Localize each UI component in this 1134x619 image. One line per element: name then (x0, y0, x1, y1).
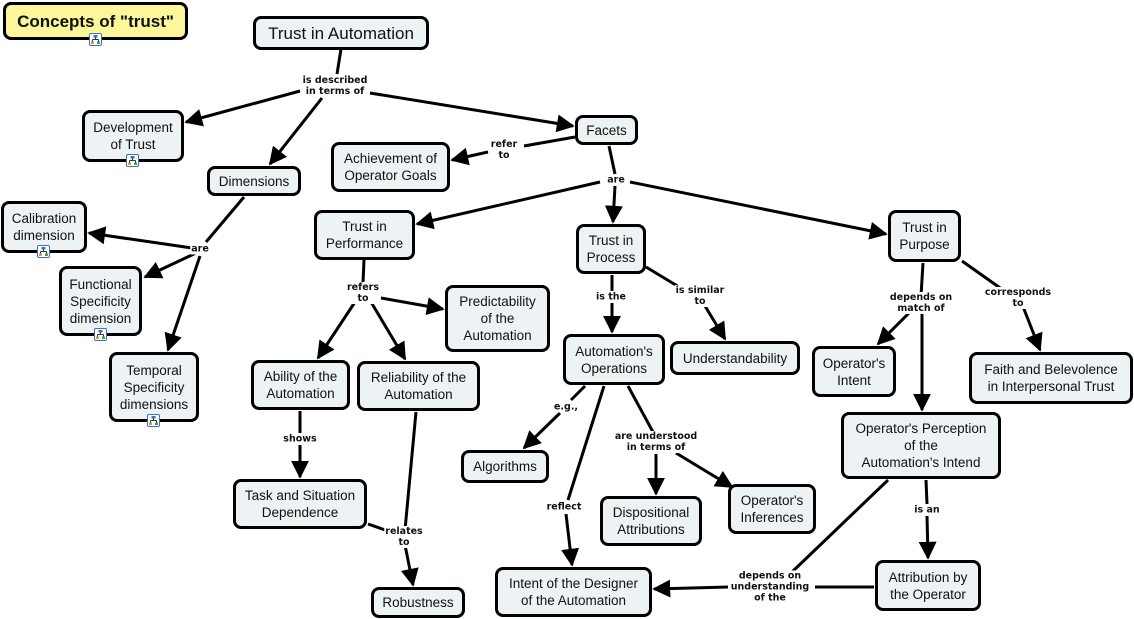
link-line-refers-to-reliability (369, 301, 407, 361)
link-line-refers-to-predictability (380, 296, 445, 316)
link-line-operations-to-understood (626, 385, 655, 433)
link-line-trust-to-described (335, 48, 343, 75)
link-line-facets-to-are (607, 145, 617, 175)
link-line-are-to-purpose (629, 180, 888, 240)
concept-trust-in-purpose[interactable]: Trust in Purpose (888, 210, 961, 262)
link-line-understood-to-inferences (675, 451, 734, 489)
concept-ability-of-the-automation[interactable]: Ability of the Automation (251, 360, 350, 410)
link-is-similar-to: is similar to (674, 285, 726, 307)
concept-functional-specificity-dimension[interactable]: Functional Specificity dimension (59, 266, 142, 336)
concept-attribution-by-the-operator[interactable]: Attribution by the Operator (875, 560, 981, 611)
link-line-similar-to-understandability (703, 305, 727, 341)
concept-temporal-specificity-dimensions[interactable]: Temporal Specificity dimensions (109, 352, 199, 422)
link-line-are-to-performance (415, 180, 601, 230)
link-shows: shows (282, 433, 318, 445)
concept-operators-intent[interactable]: Operator's Intent (812, 346, 896, 397)
link-line-refer-to-achievement (450, 147, 489, 166)
link-line-depends-to-intent (876, 310, 912, 346)
concept-trust-in-automation[interactable]: Trust in Automation (253, 16, 429, 50)
concept-understandability[interactable]: Understandability (670, 341, 800, 375)
concept-achievement-of-operator-goals[interactable]: Achievement of Operator Goals (331, 142, 450, 192)
link-line-perception-to-dependsund (790, 478, 890, 574)
link-reflect: reflect (545, 501, 583, 513)
concept-intent-of-the-designer[interactable]: Intent of the Designer of the Automation (495, 567, 652, 617)
submap-icon-calibration-dimension[interactable] (37, 245, 50, 258)
link-is-the: is the (595, 291, 627, 303)
link-is-an: is an (913, 504, 941, 516)
link-line-performance-to-refers (361, 259, 366, 284)
concept-algorithms[interactable]: Algorithms (461, 450, 549, 483)
concept-dispositional-attributions[interactable]: Dispositional Attributions (600, 496, 702, 546)
link-line-dimensions-to-are (204, 196, 246, 243)
concept-robustness[interactable]: Robustness (371, 587, 465, 618)
link-line-are-to-process (604, 185, 623, 224)
submap-icon-development-of-trust[interactable] (126, 154, 139, 167)
link-refers-to: refers to (345, 282, 381, 304)
link-line-purpose-to-depends (919, 262, 925, 297)
link-are-understood-in-terms-of: are understood in terms of (613, 431, 699, 453)
concept-task-and-situation-dependence[interactable]: Task and Situation Dependence (233, 479, 367, 529)
concept-facets[interactable]: Facets (575, 115, 638, 145)
link-e-g: e.g., (552, 401, 580, 413)
link-line-dependsund-to-designer (652, 579, 729, 598)
link-line-corresponds-to-faith (1020, 303, 1043, 352)
concept-trust-in-process[interactable]: Trust in Process (576, 224, 646, 274)
link-line-are-to-functional (143, 251, 197, 279)
concept-operators-perception[interactable]: Operator's Perception of the Automation'… (841, 412, 1001, 479)
link-line-are-to-temporal (164, 255, 202, 352)
link-line-isan-to-attribution (918, 515, 937, 560)
concept-predictability-of-the-automation[interactable]: Predictability of the Automation (445, 285, 550, 352)
link-line-refers-to-ability (316, 301, 357, 360)
concept-operators-inferences[interactable]: Operator's Inferences (728, 484, 816, 534)
link-depends-on-understanding-of-the: depends on understanding of the (729, 570, 811, 604)
concept-faith-and-belevolence[interactable]: Faith and Belevolence in Interpersonal T… (969, 352, 1133, 404)
link-line-described-to-facets (369, 91, 575, 133)
link-depends-on-match-of: depends on match of (888, 292, 954, 314)
link-line-operations-to-reflect (566, 385, 606, 501)
link-line-described-to-dimensions (268, 97, 324, 166)
submap-icon-temporal-specificity-dimensions[interactable] (147, 414, 160, 427)
link-corresponds-to: corresponds to (983, 287, 1053, 309)
link-line-are-to-calibration (87, 226, 193, 250)
link-line-operations-to-eg (569, 384, 587, 402)
concept-calibration-dimension[interactable]: Calibration dimension (1, 201, 87, 253)
link-line-facets-to-refer (523, 135, 576, 148)
link-relates-to: relates to (384, 526, 424, 548)
submap-icon-concepts-of-trust[interactable] (89, 33, 102, 46)
link-are-dimensions: are (190, 243, 210, 255)
link-line-eg-to-algorithms (522, 411, 562, 450)
link-line-perception-to-isan (924, 479, 929, 505)
link-line-purpose-to-corresponds (961, 259, 1004, 292)
link-refer-to: refer to (489, 139, 519, 161)
link-is-described-in-terms-of: is described in terms of (301, 75, 369, 97)
link-line-reflect-to-designer (561, 513, 580, 567)
submap-icon-functional-specificity-dimension[interactable] (94, 328, 107, 341)
concept-dimensions[interactable]: Dimensions (207, 166, 301, 196)
link-are-facets: are (606, 174, 626, 186)
link-line-reliability-to-relates (403, 411, 418, 531)
link-line-described-to-development (184, 89, 301, 127)
concept-automations-operations[interactable]: Automation's Operations (563, 334, 665, 385)
concept-trust-in-performance[interactable]: Trust in Performance (314, 210, 415, 260)
concept-reliability-of-the-automation[interactable]: Reliability of the Automation (357, 361, 480, 411)
link-line-relates-to-robustness (400, 544, 419, 587)
